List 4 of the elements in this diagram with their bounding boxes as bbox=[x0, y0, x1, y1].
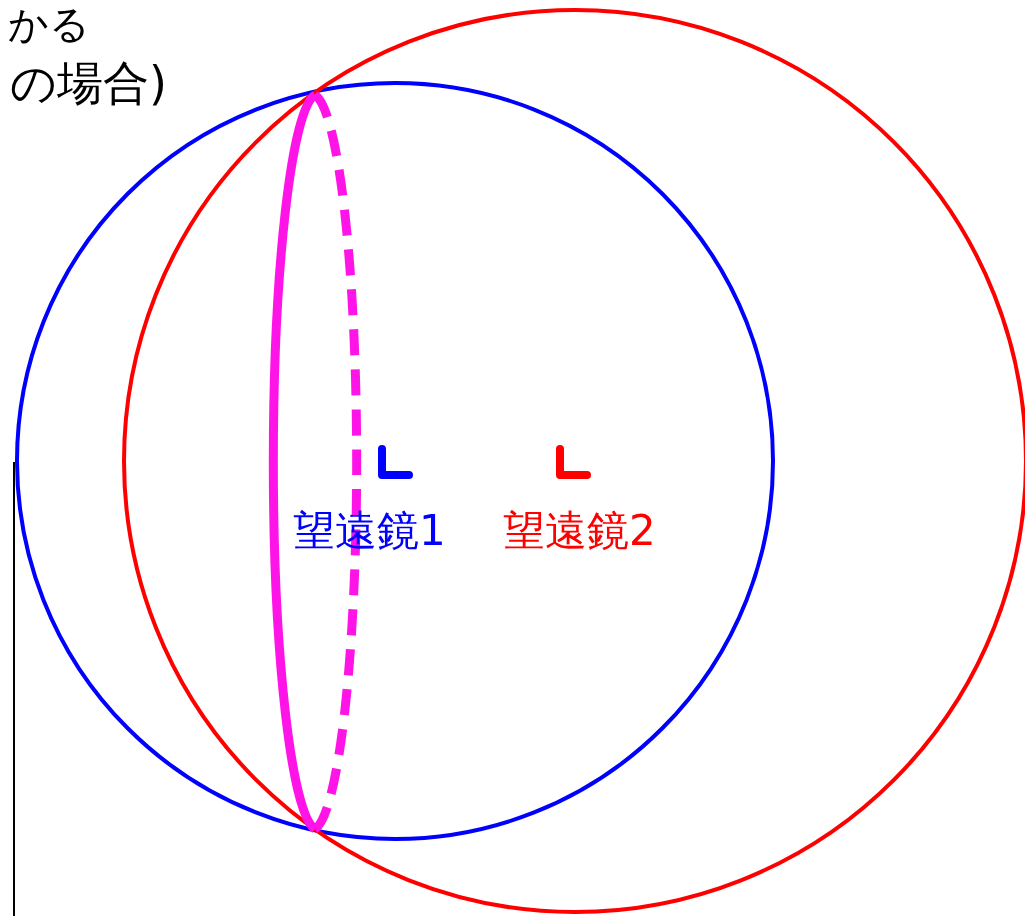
telescope-label: 望遠鏡2 bbox=[503, 510, 656, 552]
telescope-label: 望遠鏡1 bbox=[293, 510, 446, 552]
heading-text: かる bbox=[8, 4, 90, 44]
heading-text: の場合) bbox=[10, 60, 167, 106]
